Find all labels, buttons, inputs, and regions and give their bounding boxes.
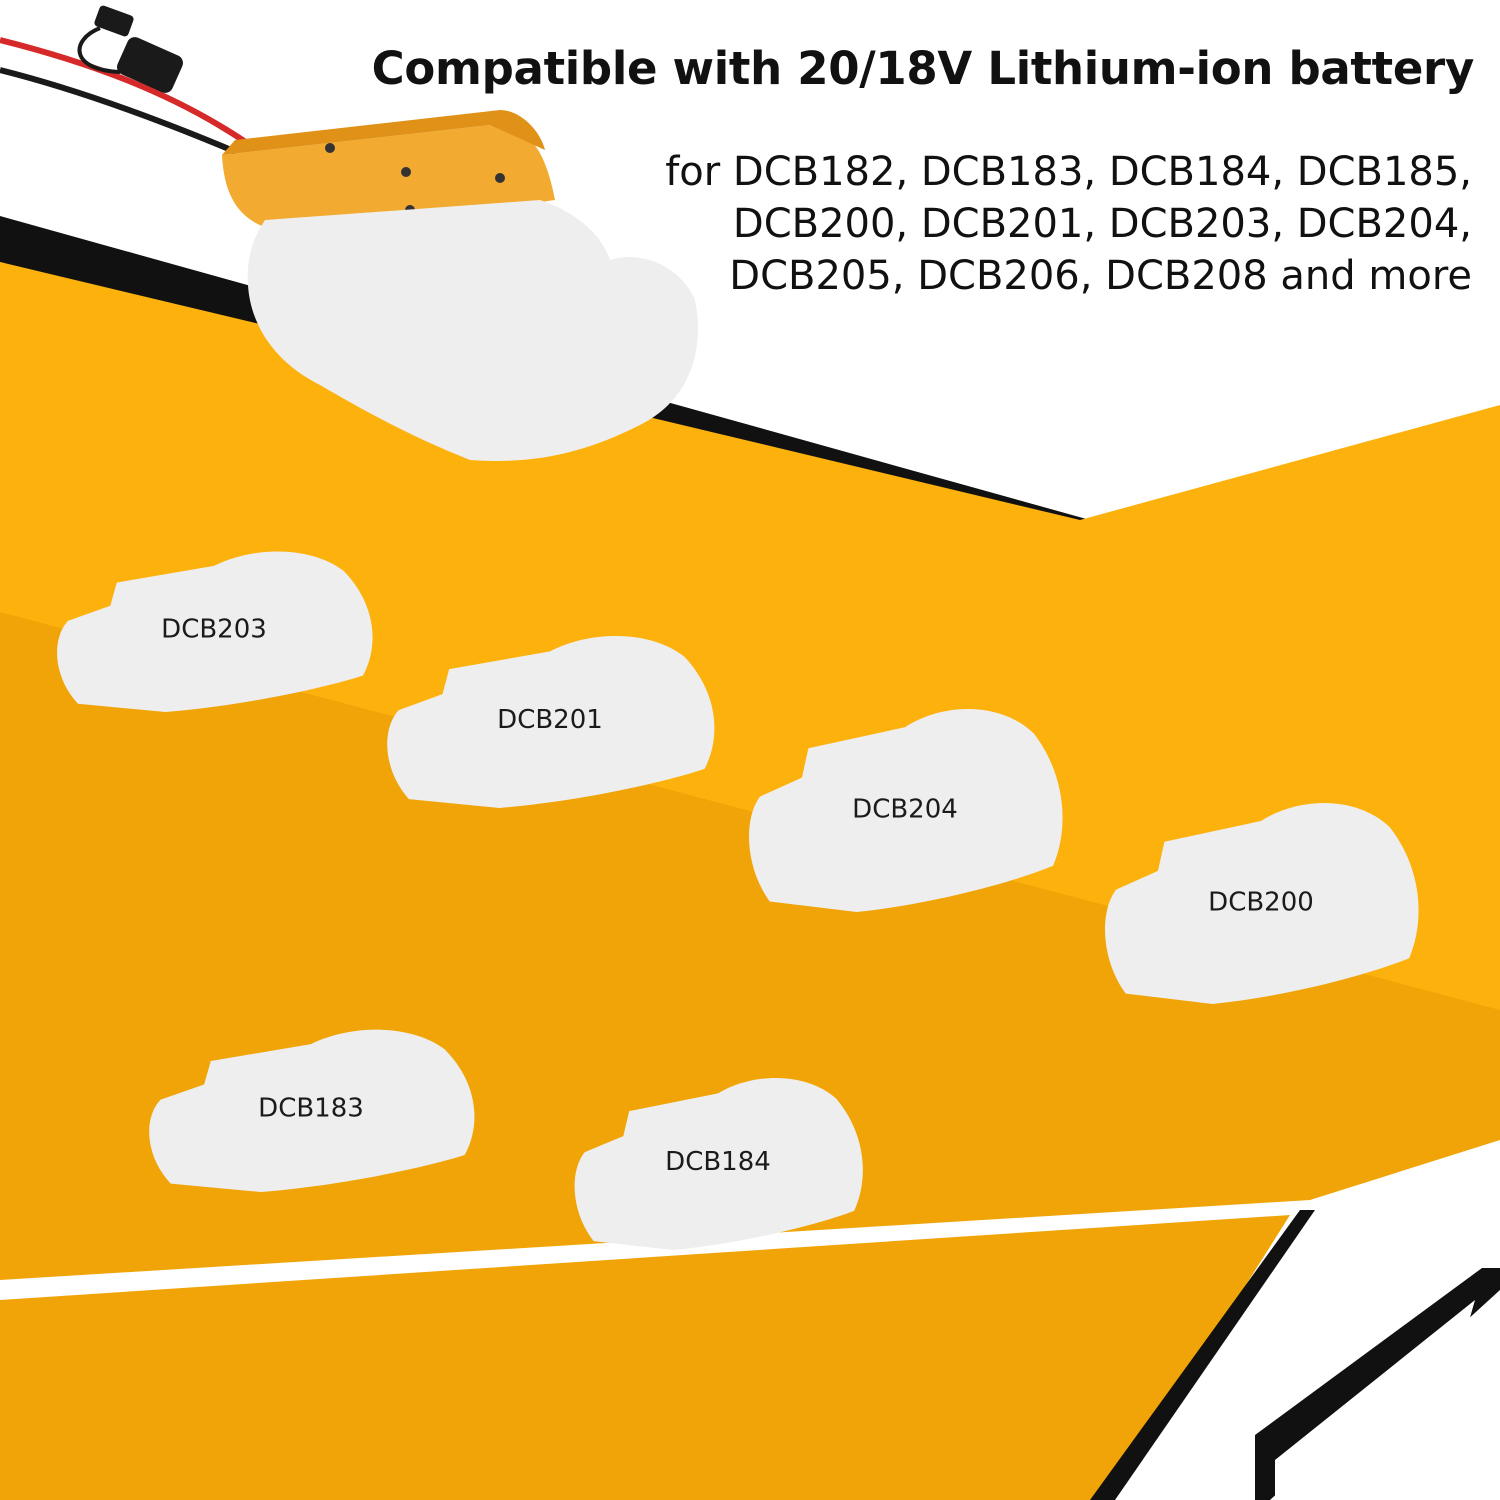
battery-pack: DCB204 [749,709,1063,912]
black-stripe-bottom [1090,1210,1315,1500]
battery-pack-icon [149,1029,475,1192]
battery-pack-icon [57,551,373,712]
yellow-wedge-bottom [0,1215,1290,1500]
battery-label: DCB201 [497,705,603,735]
battery-label: DCB200 [1208,887,1314,917]
power-wheel-adapter-icon [0,5,698,461]
model-line: DCB205, DCB206, DCB208 and more [729,253,1472,299]
battery-pack: DCB201 [387,635,715,808]
battery-pack-icon [387,635,715,808]
battery-pack: DCB184 [574,1077,863,1250]
battery-pack-icon [574,1077,863,1250]
battery-pack-icon [1105,802,1419,1004]
battery-label: DCB204 [852,795,958,825]
headline: Compatible with 20/18V Lithium-ion batte… [371,42,1475,95]
battery-pack: DCB183 [149,1029,475,1192]
battery-pack: DCB200 [1105,802,1419,1004]
compatible-models: for DCB182, DCB183, DCB184, DCB185, DCB2… [665,146,1472,302]
model-line: for DCB182, DCB183, DCB184, DCB185, [665,149,1472,195]
white-triangle-corner [1275,1300,1475,1500]
battery-pack-icon [749,709,1063,912]
model-line: DCB200, DCB201, DCB203, DCB204, [732,201,1472,247]
inline-fuse-icon [77,5,183,93]
battery-label: DCB184 [665,1147,771,1177]
battery-pack: DCB203 [57,551,373,712]
battery-label: DCB183 [258,1093,364,1123]
battery-label: DCB203 [161,614,267,644]
